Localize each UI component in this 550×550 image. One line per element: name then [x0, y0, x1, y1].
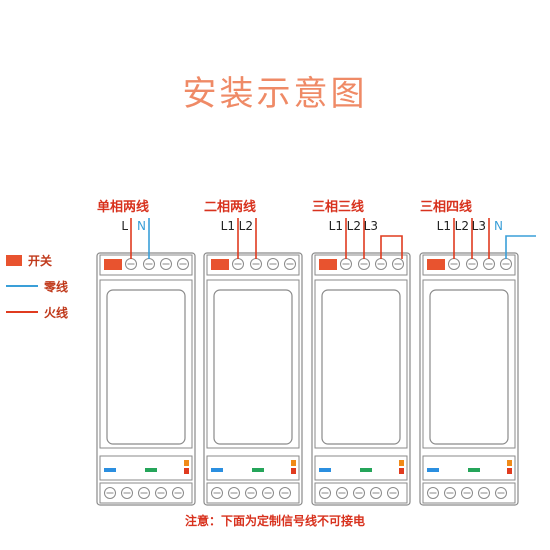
module-shoulder: [99, 279, 193, 449]
orange-indicator-icon: [507, 460, 512, 466]
wire-label: L: [121, 219, 128, 233]
legend-live-label: 火线: [44, 305, 69, 320]
blue-indicator-icon: [427, 468, 439, 472]
module-front-panel: [321, 289, 401, 445]
legend-neutral: 零线: [6, 276, 68, 296]
neutral-line-icon: [6, 285, 38, 287]
switch-icon: [211, 259, 229, 270]
orange-indicator-icon: [184, 460, 189, 466]
green-indicator-icon: [468, 468, 480, 472]
module-shoulder: [206, 279, 300, 449]
wire-label: L3: [472, 219, 486, 233]
blue-indicator-icon: [211, 468, 223, 472]
blue-indicator-icon: [104, 468, 116, 472]
device-label: 二相两线: [204, 199, 256, 215]
red-indicator-icon: [507, 468, 512, 474]
orange-indicator-icon: [399, 460, 404, 466]
module-front-panel: [106, 289, 186, 445]
wire-label: L1: [221, 219, 235, 233]
switch-swatch-icon: [6, 254, 22, 266]
wire-label: N: [137, 219, 146, 233]
switch-icon: [104, 259, 122, 270]
blue-indicator-icon: [319, 468, 331, 472]
red-indicator-icon: [399, 468, 404, 474]
switch-icon: [427, 259, 445, 270]
green-indicator-icon: [360, 468, 372, 472]
module-front-panel: [429, 289, 509, 445]
device-label: 单相两线: [97, 199, 149, 215]
module-shoulder: [314, 279, 408, 449]
device-label: 三相四线: [420, 199, 472, 215]
wire-label: L2: [239, 219, 253, 233]
green-indicator-icon: [252, 468, 264, 472]
live-wire: [380, 235, 403, 259]
legend-switch-label: 开关: [28, 253, 53, 268]
legend-live: 火线: [6, 302, 68, 322]
wire-label: L1: [329, 219, 343, 233]
wire-label: L2: [455, 219, 469, 233]
breaker-module: 二相两线 L1 L2: [203, 199, 303, 506]
switch-icon: [319, 259, 337, 270]
live-line-icon: [6, 311, 38, 313]
wire-label: L2: [347, 219, 361, 233]
warning-note: 注意：下面为定制信号线不可接电: [184, 514, 365, 528]
legend-switch: 开关: [6, 250, 52, 270]
page-title: 安装示意图: [182, 74, 368, 114]
module-front-panel: [213, 289, 293, 445]
red-indicator-icon: [184, 468, 189, 474]
wire-label: L1: [437, 219, 451, 233]
wire-label: L3: [364, 219, 378, 233]
module-shoulder: [422, 279, 516, 449]
green-indicator-icon: [145, 468, 157, 472]
legend-neutral-label: 零线: [44, 279, 69, 294]
wire-label: N: [494, 219, 503, 233]
orange-indicator-icon: [291, 460, 296, 466]
device-label: 三相三线: [312, 199, 364, 215]
red-indicator-icon: [291, 468, 296, 474]
neutral-wire: [505, 235, 536, 259]
